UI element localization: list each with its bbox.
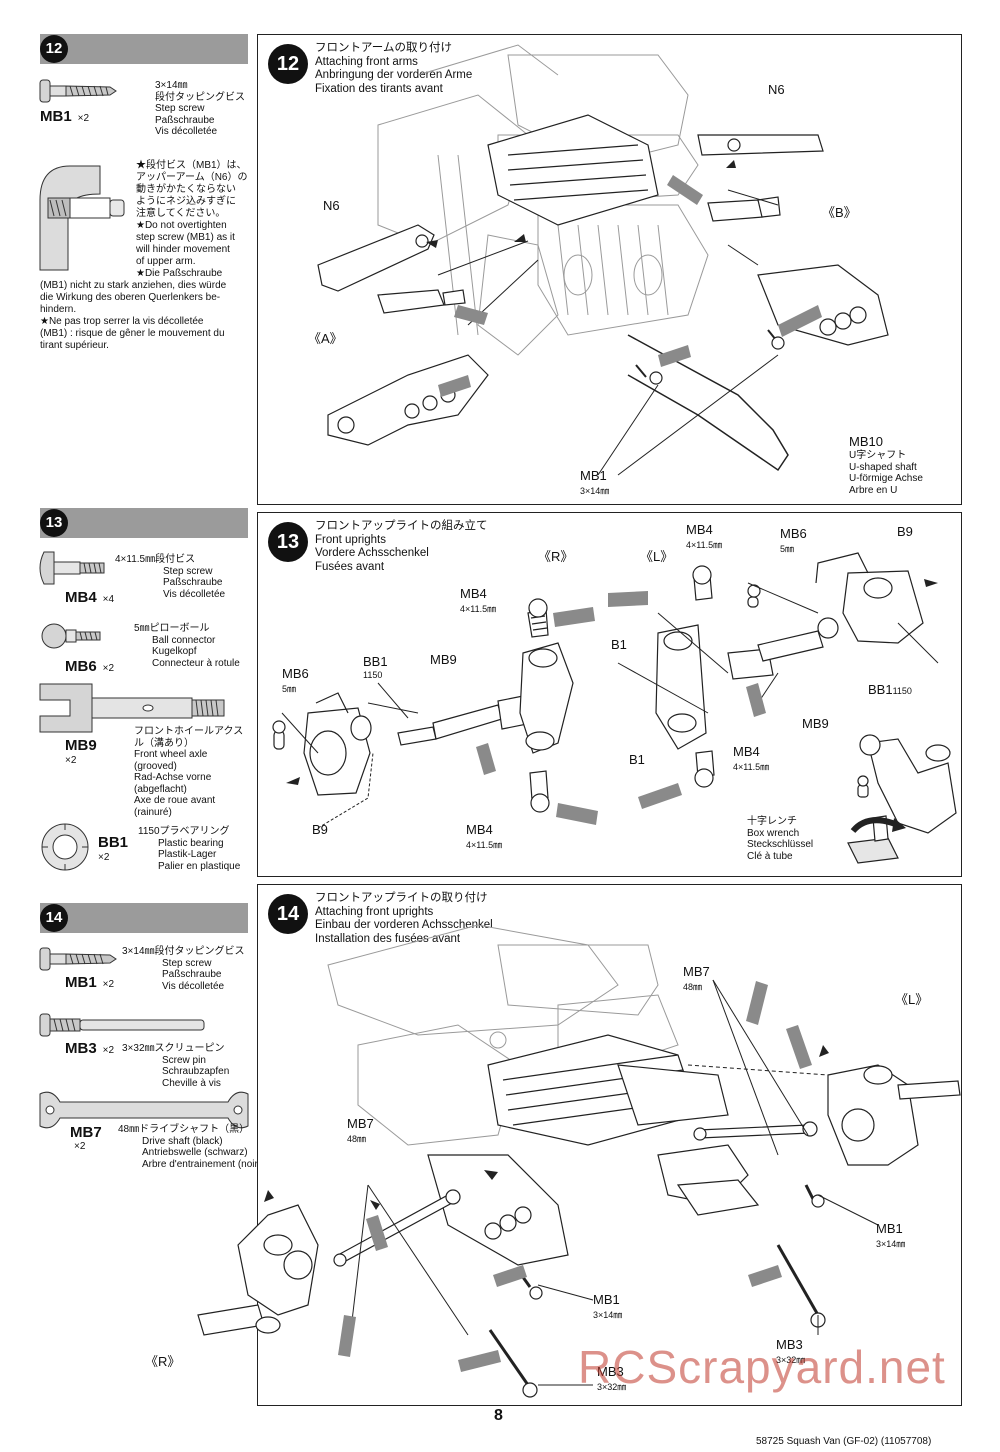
label-mb4-b: MB4 (686, 522, 713, 537)
label-mb4-d-spec: 4×11.5㎜ (466, 840, 503, 850)
step14-panel-badge: 14 (268, 894, 308, 934)
label-mb10: MB10 (849, 434, 883, 449)
label-mb1-b-spec: 3×14㎜ (593, 1310, 623, 1320)
label-mb10-desc: U字シャフト U-shaped shaft U-förmige Achse Ar… (849, 450, 923, 496)
label-mb7-b-spec: 48㎜ (347, 1134, 367, 1144)
label-bb1-b: BB11150 (868, 682, 912, 697)
step14-chassis-illustration (258, 885, 958, 1401)
part-code-mb6: MB6×2 (65, 658, 115, 675)
label-n6-top: N6 (768, 82, 785, 97)
label-b9-a: B9 (897, 524, 913, 539)
label-l-step14: 《L》 (895, 992, 929, 1007)
label-mb4-d: MB4 (466, 822, 493, 837)
part-desc-mb1: 3×14㎜ 段付タッピングビス Step screw Paßschraube V… (155, 80, 245, 137)
part-desc-mb7: 48㎜ドライブシャフト（黒） Drive shaft (black) Antri… (118, 1124, 262, 1170)
label-mb1-b: MB1 (593, 1292, 620, 1307)
label-n6-left: N6 (323, 198, 340, 213)
watermark-text: RCScrapyard.net (578, 1341, 946, 1393)
label-mb3-a: MB3 (776, 1337, 803, 1352)
label-mb9-a: MB9 (430, 652, 457, 667)
step14-number-badge: 14 (40, 904, 68, 932)
label-r: 《R》 (538, 549, 574, 564)
label-mb9-b: MB9 (802, 716, 829, 731)
label-r-step14: 《R》 (145, 1354, 181, 1369)
label-mb6-b: MB6 (780, 526, 807, 541)
part-count-bb1: ×2 (98, 852, 110, 863)
step13-upright-illustration (258, 513, 958, 873)
step13-number-badge: 13 (40, 509, 68, 537)
part-code-mb1-step14: MB1×2 (65, 974, 115, 991)
step14-parts-header (40, 903, 248, 933)
mb3-screw-pin-icon (39, 1013, 205, 1037)
part-count-mb9: ×2 (65, 755, 77, 766)
label-mb6-b-spec: 5㎜ (780, 544, 795, 554)
part-code-bb1: BB1 (98, 834, 129, 851)
label-mb7-a-spec: 48㎜ (683, 982, 703, 992)
label-mb6-a: MB6 (282, 666, 309, 681)
part-desc-mb6: 5㎜ピローボール Ball connector Kugelkopf Connec… (134, 623, 240, 669)
label-mb1-a-spec: 3×14㎜ (876, 1239, 906, 1249)
page-number: 8 (494, 1407, 503, 1424)
step13-title: フロントアップライトの組み立て Front uprights Vordere A… (315, 520, 488, 573)
label-b1-a: B1 (611, 637, 627, 652)
part-desc-mb9: フロントホイールアクスル（溝あり） Front wheel axle (groo… (134, 726, 244, 818)
step12-parts-header (40, 34, 248, 64)
step13-panel (257, 512, 962, 877)
model-code: 58725 Squash Van (GF-02) (11057708) (756, 1436, 932, 1447)
label-bb1-a-spec: 1150 (363, 670, 383, 680)
part-desc-mb1-step14: 3×14㎜段付タッピングビス Step screw Paßschraube Vi… (122, 946, 245, 992)
label-box-wrench: 十字レンチ Box wrench Steckschlüssel Clé à tu… (747, 816, 814, 862)
label-mb4-a: MB4 (460, 586, 487, 601)
label-bb1-a: BB1 (363, 654, 388, 669)
part-code-mb1: MB1×2 (40, 108, 90, 125)
label-mb1-spec: 3×14㎜ (580, 486, 610, 496)
step12-chassis-illustration (258, 35, 958, 501)
label-mb7-b: MB7 (347, 1116, 374, 1131)
label-b1-b: B1 (629, 752, 645, 767)
label-mb3-b-spec: 3×32㎜ (597, 1382, 627, 1392)
step13-panel-badge: 13 (268, 522, 308, 562)
part-code-mb4: MB4×4 (65, 589, 115, 606)
bb1-plastic-bearing-icon (41, 823, 89, 871)
label-a: 《A》 (308, 331, 343, 346)
label-mb4-c: MB4 (733, 744, 760, 759)
overtighten-warning-note: ★段付ビス（MB1）は、 アッパーアーム（N6）の 動きがかたくならない ように… (40, 160, 248, 351)
mb1-step-screw-icon (39, 947, 117, 971)
step-screw-icon (39, 79, 117, 103)
label-mb3-a-spec: 3×32㎜ (776, 1355, 806, 1365)
label-mb4-c-spec: 4×11.5㎜ (733, 762, 770, 772)
label-mb6-a-spec: 5㎜ (282, 684, 297, 694)
mb6-ball-connector-icon (41, 623, 101, 649)
mb9-front-wheel-axle-icon (39, 683, 225, 733)
label-l: 《L》 (640, 549, 674, 564)
label-mb4-a-spec: 4×11.5㎜ (460, 604, 497, 614)
label-mb1: MB1 (580, 468, 607, 483)
mb4-step-screw-icon (39, 551, 105, 585)
part-desc-mb4: 4×11.5㎜段付ビス Step screw Paßschraube Vis d… (115, 554, 226, 600)
label-mb7-a: MB7 (683, 964, 710, 979)
label-b: 《B》 (822, 205, 857, 220)
label-mb1-a: MB1 (876, 1221, 903, 1236)
part-count-mb7: ×2 (74, 1141, 86, 1152)
part-code-mb9: MB9 (65, 737, 97, 754)
part-code-mb7: MB7 (70, 1124, 102, 1141)
label-b9-b: B9 (312, 822, 328, 837)
label-mb3-b: MB3 (597, 1364, 624, 1379)
step14-title: フロントアップライトの取り付け Attaching front uprights… (315, 892, 493, 945)
label-mb4-b-spec: 4×11.5㎜ (686, 540, 723, 550)
part-desc-mb3: 3×32㎜スクリューピン Screw pin Schraubzapfen Che… (122, 1043, 230, 1089)
part-desc-bb1: 1150プラベアリング Plastic bearing Plastik-Lage… (138, 826, 241, 872)
step13-parts-header (40, 508, 248, 538)
upper-arm-detail-illustration (39, 165, 125, 271)
step12-number-badge: 12 (40, 35, 68, 63)
part-code-mb3: MB3×2 (65, 1040, 115, 1057)
step12-title: フロントアームの取り付け Attaching front arms Anbrin… (315, 42, 473, 95)
mb7-drive-shaft-icon (39, 1091, 249, 1129)
step12-panel-badge: 12 (268, 44, 308, 84)
